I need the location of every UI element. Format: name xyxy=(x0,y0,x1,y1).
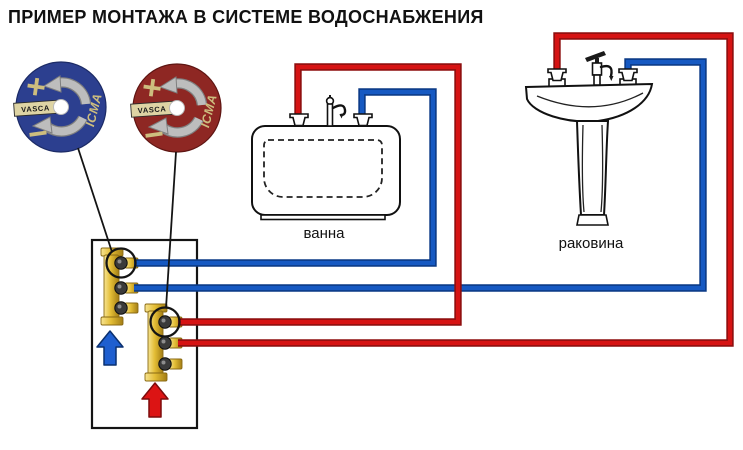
cold-pipes xyxy=(134,58,707,292)
disc-center-hole xyxy=(53,99,69,115)
bathtub-base xyxy=(260,214,386,221)
sink-pedestal-base xyxy=(576,214,609,226)
cold-valve-disc: + − VASCA ICMA xyxy=(13,61,107,154)
bathtub-cold-valve-icon xyxy=(353,113,373,127)
bathtub-faucet-icon xyxy=(325,95,347,127)
open-direction-arrow-icon xyxy=(172,79,206,106)
cold-outlet-highlight-circle xyxy=(105,247,137,279)
vasca-band: VASCA xyxy=(130,100,174,118)
sink: раковина xyxy=(524,51,654,252)
bathtub-inner-rim xyxy=(263,139,383,198)
hot-pipe-to-bathtub xyxy=(178,64,461,325)
cold-pipe-to-sink xyxy=(134,59,706,291)
sink-basin xyxy=(524,82,654,123)
cold-outlet-knob xyxy=(114,256,128,270)
hot-outlet-highlight-circle xyxy=(149,306,181,338)
vasca-label: VASCA xyxy=(21,103,50,114)
sink-pedestal xyxy=(575,120,610,216)
sink-label: раковина xyxy=(559,235,624,252)
cold-outlet-knob xyxy=(114,281,128,295)
bathtub: ванна xyxy=(251,95,401,242)
vasca-label: VASCA xyxy=(137,104,166,115)
hot-outlet-knob xyxy=(158,357,172,371)
disc-center-hole xyxy=(169,100,185,116)
hot-outlet-knob xyxy=(158,315,172,329)
bathtub-body xyxy=(251,125,401,216)
hot-manifold xyxy=(144,303,183,382)
hot-outlet-knob xyxy=(158,336,172,350)
cold-leader-line xyxy=(77,147,113,253)
cold-pipe-to-bathtub xyxy=(134,89,436,266)
hot-valve-disc: + − VASCA ICMA xyxy=(130,63,222,155)
sink-faucet-icon xyxy=(585,51,614,86)
hot-pipe-to-sink xyxy=(178,33,733,346)
hot-leader-line xyxy=(165,151,177,309)
hot-pipes xyxy=(178,32,734,347)
open-direction-arrow-icon xyxy=(56,78,90,105)
manifold-box xyxy=(90,238,199,430)
cold-flow-up-arrow-icon xyxy=(96,330,124,366)
cold-outlet-knob xyxy=(114,301,128,315)
hot-flow-up-arrow-icon xyxy=(141,382,169,418)
page-title: ПРИМЕР МОНТАЖА В СИСТЕМЕ ВОДОСНАБЖЕНИЯ xyxy=(8,7,484,27)
vasca-band: VASCA xyxy=(13,99,58,117)
bathtub-label: ванна xyxy=(303,225,345,242)
bathtub-hot-valve-icon xyxy=(289,113,309,127)
